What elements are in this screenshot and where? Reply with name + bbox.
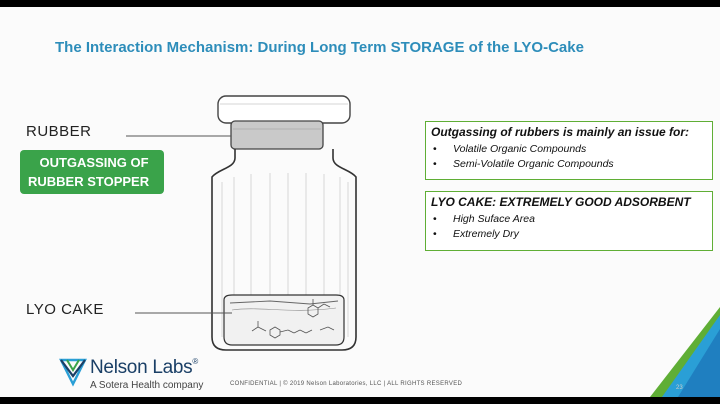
molecule-icon	[251, 299, 335, 339]
list-item: •Volatile Organic Compounds	[433, 143, 587, 155]
outgassing-info-list: •Volatile Organic Compounds •Semi-Volati…	[431, 142, 707, 172]
slide: The Interaction Mechanism: During Long T…	[0, 7, 720, 397]
logo-tagline: A Sotera Health company	[90, 380, 204, 391]
outgassing-info-box: Outgassing of rubbers is mainly an issue…	[425, 121, 713, 180]
corner-decoration	[650, 307, 720, 397]
list-item: •Extremely Dry	[433, 228, 519, 240]
lyo-cake	[223, 294, 345, 346]
logo-wordmark: Nelson Labs®	[90, 357, 198, 378]
vial-illustration	[126, 95, 357, 351]
top-black-bar	[0, 0, 720, 7]
lyo-info-heading: LYO CAKE: EXTREMELY GOOD ADSORBENT	[431, 195, 691, 209]
footer-confidential: CONFIDENTIAL | © 2019 Nelson Laboratorie…	[230, 381, 463, 387]
list-item: •Semi-Volatile Organic Compounds	[433, 158, 614, 170]
vial-crimp-cap	[217, 95, 351, 124]
lyo-info-list: •High Suface Area •Extremely Dry	[431, 212, 707, 242]
lyo-cake-label: LYO CAKE	[26, 301, 104, 318]
rubber-stopper	[230, 120, 324, 150]
outgassing-callout-line1: OUTGASSING OF	[39, 155, 149, 170]
page-number: 23	[676, 385, 683, 391]
outgassing-info-heading: Outgassing of rubbers is mainly an issue…	[431, 125, 690, 139]
slide-title: The Interaction Mechanism: During Long T…	[55, 39, 584, 56]
rubber-label: RUBBER	[26, 123, 92, 140]
nelson-labs-logo-icon	[59, 358, 87, 387]
list-item: •High Suface Area	[433, 213, 535, 225]
lyo-info-box: LYO CAKE: EXTREMELY GOOD ADSORBENT •High…	[425, 191, 713, 251]
outgassing-callout-line2: RUBBER STOPPER	[28, 174, 150, 189]
bottom-black-bar	[0, 397, 720, 404]
vial-body	[211, 149, 357, 351]
outgassing-callout: OUTGASSING OF RUBBER STOPPER	[20, 150, 164, 194]
